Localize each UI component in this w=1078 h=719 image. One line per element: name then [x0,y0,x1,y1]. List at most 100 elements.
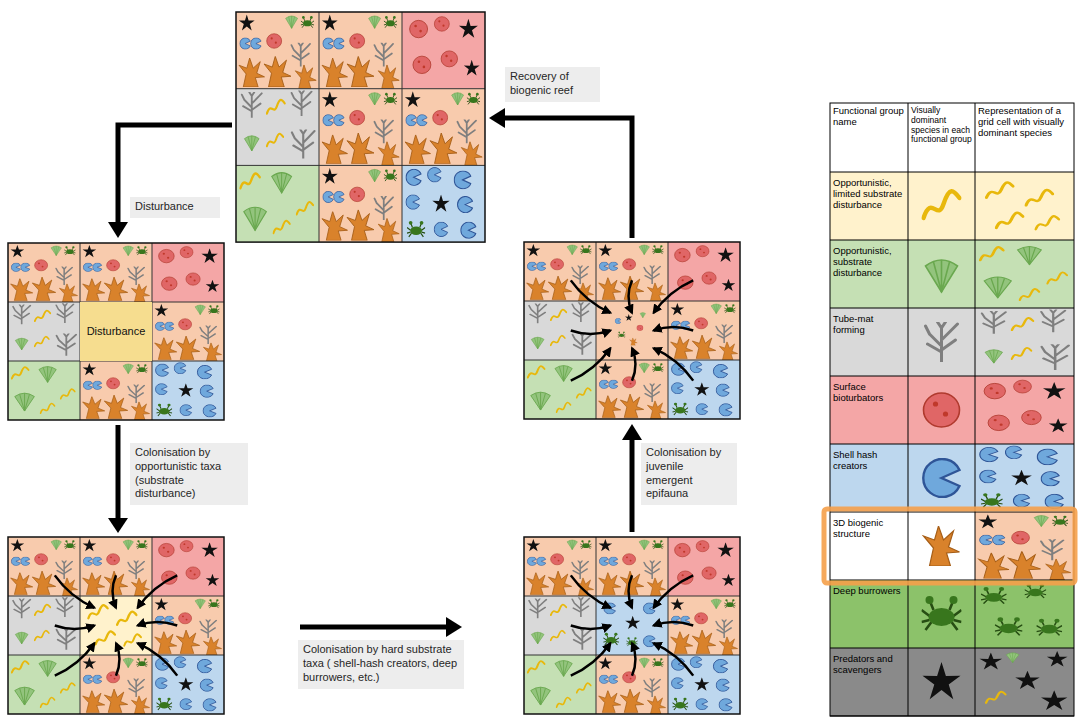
coral-icon [203,637,221,655]
coral-icon [527,572,549,594]
worm-icon [556,403,570,413]
legend-text: Opportunistic, substrate disturbance [833,246,905,279]
coral-icon [104,277,127,301]
legend-text: 3D biogenic structure [833,518,905,540]
pac-icon [716,679,729,691]
blob-icon [107,378,120,389]
header-text: Visually dominant species in each functi… [911,106,972,145]
cell-ground [524,596,596,655]
grid-cell [668,360,740,419]
cell-ground [152,243,224,302]
crab-icon [64,540,76,549]
star-icon [1011,470,1032,485]
shrimp-icon [567,540,577,549]
tuft-icon [573,332,593,354]
cell-ground [668,301,740,360]
blob-icon [350,110,365,124]
coral-icon [719,342,737,360]
grid-line [668,242,669,419]
pac-icon [406,115,417,126]
pac-icon [980,447,998,461]
grid-cell [975,648,1074,716]
worm-icon [297,202,313,215]
pac-icon [527,262,536,271]
worm-icon [986,692,1006,703]
colonisation-arrow [571,643,611,675]
shrimp-icon [1034,516,1048,527]
coral-icon [176,336,199,360]
node-text: Recovery of biogenic reef [510,70,595,98]
cell-ground [668,596,740,655]
tuft-icon [573,627,593,649]
star-icon [201,542,217,557]
coral-icon [430,133,457,164]
coral-icon [620,689,643,713]
star-icon [625,314,633,321]
coral-icon [83,396,105,418]
star-icon [83,245,97,257]
colonisation-arrow [138,643,178,675]
worm-icon [40,698,54,708]
crab-icon [724,304,736,313]
pac-icon [203,405,216,417]
crab-icon [618,332,626,338]
worm-icon [980,247,1003,260]
cycle-arrow [116,425,121,518]
table-row-ground [830,172,975,240]
coral-icon [83,572,105,594]
shrimp-icon [531,687,551,705]
tuft-icon [572,266,588,284]
grid-cell [402,89,485,166]
header-text: Representation of a grid cell with visua… [978,106,1071,139]
tuft-icon [128,385,144,403]
coral-icon [599,395,621,417]
worm-icon [12,661,29,672]
crab-icon [1036,619,1062,636]
crab-icon [603,633,619,645]
grid-cells [8,12,740,714]
crab-icon [580,540,592,549]
grid-line [402,12,403,242]
star-icon [459,19,478,38]
pac-icon [240,38,251,49]
colonisation-arrow [55,626,95,630]
pac-icon [527,557,536,566]
crab-icon [156,404,172,416]
coral-icon [322,211,347,240]
tuft-icon [982,311,1006,334]
pac-icon [21,557,30,566]
legend-entry: Surface bioturbators [830,379,908,407]
node-text: Disturbance [135,200,215,214]
pac-icon [713,659,727,673]
worm-icon [267,134,283,147]
step-label-box: Colonisation by hard substrate taxa ( sh… [298,640,464,689]
shrimp-icon [531,392,551,410]
grid-cell [80,302,152,361]
coral-icon [131,696,149,714]
grid-cell [152,655,224,714]
tuft-icon [128,679,144,697]
tuft-icon [644,561,660,579]
colonisation-arrow [632,348,636,380]
cell-ground [319,89,402,166]
grid-line [524,655,740,656]
pac-icon [716,384,729,396]
coral-icon [405,135,430,164]
colonisation-arrow [571,348,611,380]
grid-cell [524,655,596,714]
shrimp-icon [639,658,649,667]
coral-icon [11,278,33,300]
step-label-box: Colonisation by opportunistic taxa (subs… [130,443,248,505]
coral-icon [322,58,347,87]
star-icon [980,653,1003,670]
pac-icon [83,675,92,684]
coral-icon [322,135,347,164]
grid-cell [319,12,402,89]
table-header-ground [830,103,1074,172]
shrimp-icon [123,246,133,255]
star-icon [717,542,733,557]
species-icon [924,191,960,218]
cycle-arrow [300,625,446,630]
tuft-icon [56,267,72,285]
legend-text: Surface bioturbators [833,382,905,404]
